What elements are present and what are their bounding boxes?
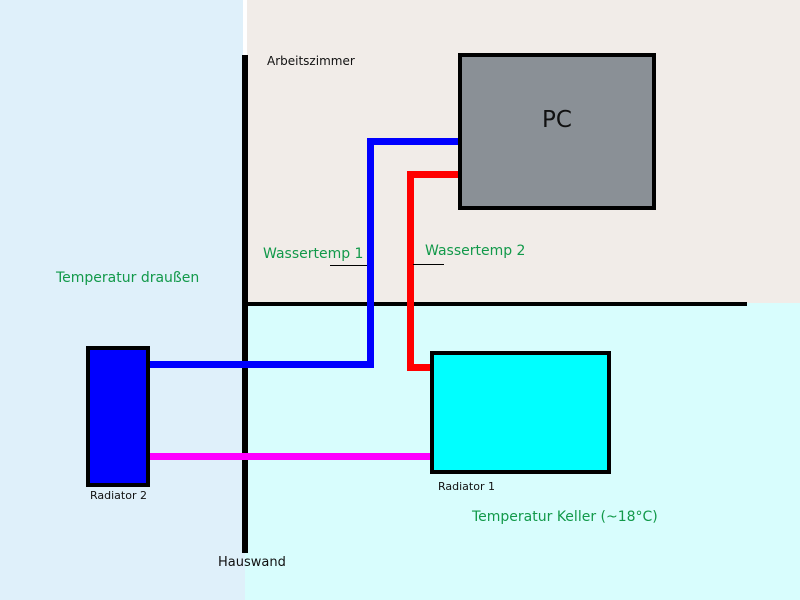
house-wall-label: Hauswand <box>218 555 286 570</box>
water-temp-2-label: Wassertemp 2 <box>425 243 526 259</box>
sensor-marker-1 <box>330 265 367 266</box>
pc-box: PC <box>458 53 656 210</box>
radiator-2-label: Radiator 2 <box>90 489 147 502</box>
red-pipe-vertical <box>407 171 414 371</box>
blue-pipe-pc-stub <box>367 138 462 145</box>
water-temp-1-label: Wassertemp 1 <box>263 246 364 262</box>
radiator-1 <box>430 351 611 474</box>
cellar-temp-label: Temperatur Keller (~18°C) <box>472 509 658 525</box>
outside-zone <box>0 0 245 600</box>
magenta-pipe <box>150 453 432 460</box>
red-pipe-pc-stub <box>407 171 464 178</box>
pc-label: PC <box>542 107 572 133</box>
blue-pipe-vertical <box>367 138 374 368</box>
zone-divider-strip <box>243 0 247 55</box>
office-label: Arbeitszimmer <box>267 54 355 68</box>
floor-divider <box>245 302 747 306</box>
radiator-1-label: Radiator 1 <box>438 480 495 493</box>
sensor-marker-2 <box>413 264 444 265</box>
outside-temp-label: Temperatur draußen <box>56 270 200 286</box>
red-pipe-horizontal <box>407 364 433 371</box>
radiator-2 <box>86 346 150 487</box>
blue-pipe-horizontal <box>150 361 374 368</box>
